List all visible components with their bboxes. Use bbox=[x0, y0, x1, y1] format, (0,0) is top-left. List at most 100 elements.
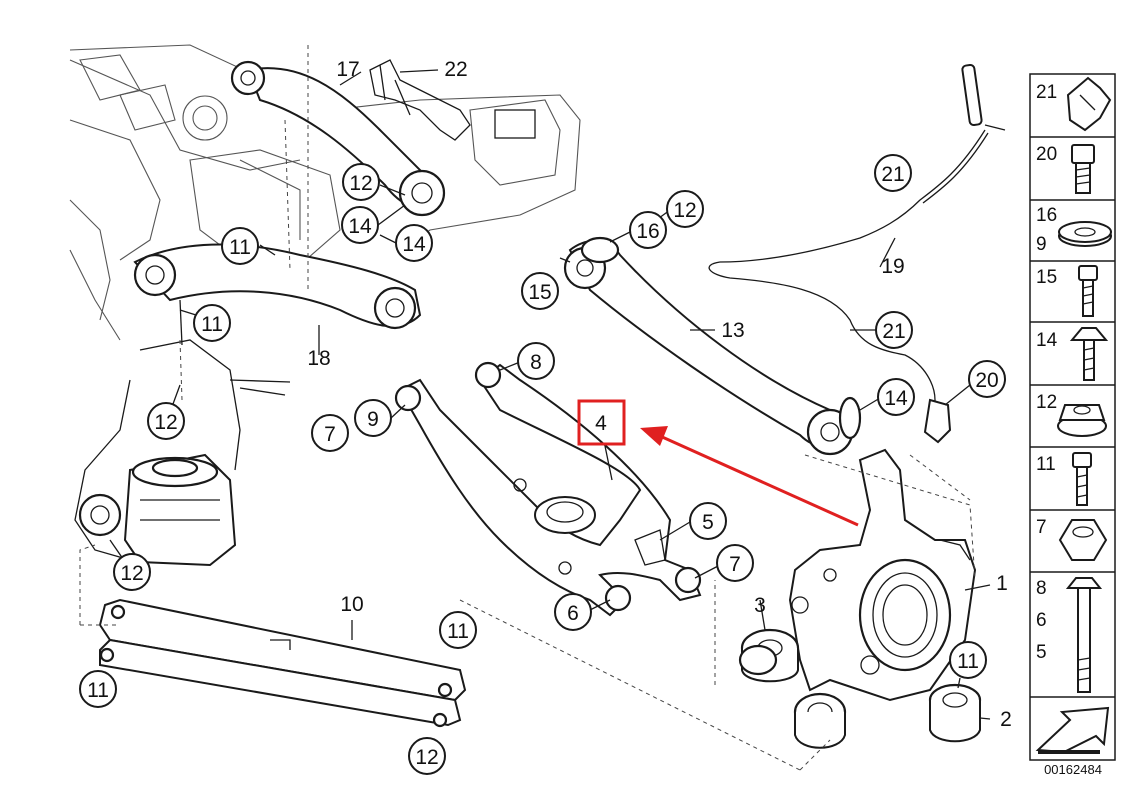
label-1: 1 bbox=[996, 572, 1008, 595]
lock-nut-icon bbox=[1058, 519, 1108, 561]
svg-text:11: 11 bbox=[447, 620, 469, 643]
label-19: 19 bbox=[881, 255, 904, 278]
assembly-guide-lines bbox=[79, 45, 976, 771]
callout-11-bot-right: 11 bbox=[949, 641, 987, 679]
sidebar-num-21: 21 bbox=[1036, 82, 1057, 103]
flange-bolt-icon bbox=[1069, 327, 1109, 381]
svg-text:14: 14 bbox=[348, 215, 372, 238]
fastener-sidebar: 21 20 16 9 15 14 bbox=[1029, 73, 1116, 761]
label-3: 3 bbox=[754, 594, 766, 617]
highlight-annotation: 4 bbox=[577, 399, 859, 527]
callout-12-left-low: 12 bbox=[113, 553, 151, 591]
callout-21-mid: 21 bbox=[875, 311, 913, 349]
tension-strut-10 bbox=[98, 598, 467, 728]
svg-text:12: 12 bbox=[349, 172, 372, 195]
svg-text:11: 11 bbox=[957, 650, 979, 673]
svg-text:9: 9 bbox=[367, 408, 379, 431]
subframe-mount bbox=[74, 339, 291, 567]
bracket-22 bbox=[369, 59, 471, 141]
red-arrow-head bbox=[640, 426, 668, 446]
callout-8: 8 bbox=[517, 342, 555, 380]
svg-text:21: 21 bbox=[882, 320, 905, 343]
control-arm-4 bbox=[394, 361, 702, 617]
svg-text:5: 5 bbox=[702, 511, 714, 534]
sidebar-num-8: 8 bbox=[1036, 578, 1047, 599]
label-22: 22 bbox=[444, 58, 467, 81]
svg-text:8: 8 bbox=[530, 351, 542, 374]
sidebar-num-6: 6 bbox=[1036, 610, 1047, 631]
callout-9: 9 bbox=[354, 399, 392, 437]
svg-text:11: 11 bbox=[201, 313, 223, 336]
callout-11-left: 11 bbox=[193, 304, 231, 342]
callout-12-link: 12 bbox=[666, 190, 704, 228]
svg-text:7: 7 bbox=[729, 553, 741, 576]
bushing-3 bbox=[738, 628, 800, 683]
callout-21-top: 21 bbox=[874, 154, 912, 192]
svg-text:16: 16 bbox=[636, 220, 659, 243]
callout-14-right: 14 bbox=[877, 378, 915, 416]
callout-12-top: 12 bbox=[342, 163, 380, 201]
long-bolt-icon bbox=[1065, 577, 1103, 693]
hex-bolt-icon bbox=[1078, 265, 1098, 317]
svg-text:12: 12 bbox=[120, 562, 143, 585]
callout-11-top: 11 bbox=[221, 227, 259, 265]
callouts: 12 14 14 11 11 12 12 16 12 15 21 21 20 1… bbox=[79, 154, 1006, 775]
callout-5: 5 bbox=[689, 502, 727, 540]
label-10: 10 bbox=[340, 593, 363, 616]
sensor-clip-icon bbox=[1066, 76, 1112, 132]
callout-12-bar: 12 bbox=[408, 737, 446, 775]
svg-text:14: 14 bbox=[884, 387, 908, 410]
callout-7-left: 7 bbox=[311, 414, 349, 452]
red-arrow-shaft bbox=[659, 434, 859, 527]
bushing-lower bbox=[793, 692, 847, 749]
sidebar-num-20: 20 bbox=[1036, 144, 1057, 165]
sidebar-num-7: 7 bbox=[1036, 517, 1047, 538]
callout-20: 20 bbox=[968, 360, 1006, 398]
control-arm-13 bbox=[563, 236, 862, 456]
callout-6: 6 bbox=[554, 593, 592, 631]
svg-text:12: 12 bbox=[673, 199, 696, 222]
svg-text:7: 7 bbox=[324, 423, 336, 446]
bushing-2 bbox=[928, 683, 982, 743]
label-17: 17 bbox=[336, 58, 359, 81]
svg-text:12: 12 bbox=[154, 411, 177, 434]
sidebar-num-11: 11 bbox=[1036, 454, 1056, 475]
sidebar-num-16: 16 bbox=[1036, 205, 1057, 226]
svg-text:11: 11 bbox=[87, 679, 109, 702]
nut-icon bbox=[1057, 404, 1107, 437]
wheel-carrier-1 bbox=[788, 448, 977, 702]
svg-text:6: 6 bbox=[567, 602, 579, 625]
sensor-cable-19 bbox=[708, 63, 1006, 444]
callout-7-right: 7 bbox=[716, 544, 754, 582]
callout-15: 15 bbox=[521, 272, 559, 310]
callout-16: 16 bbox=[629, 211, 667, 249]
callout-11-bar-right: 11 bbox=[439, 611, 477, 649]
callout-12-left-mid: 12 bbox=[147, 402, 185, 440]
highlighted-part-label: 4 bbox=[595, 412, 607, 435]
part-labels: 17 22 18 13 19 10 3 1 2 bbox=[307, 58, 1012, 731]
label-13: 13 bbox=[721, 319, 744, 342]
svg-text:15: 15 bbox=[528, 281, 551, 304]
reference-code: 00162484 bbox=[1044, 762, 1102, 777]
bolt-icon bbox=[1071, 144, 1095, 194]
direction-arrow-icon bbox=[1035, 706, 1110, 754]
bolt-11-icon bbox=[1072, 452, 1092, 506]
sidebar-num-12: 12 bbox=[1036, 392, 1057, 413]
rear-subframe bbox=[69, 44, 581, 341]
washer-icon bbox=[1058, 221, 1112, 247]
sidebar-num-5: 5 bbox=[1036, 642, 1047, 663]
callout-14-top-b: 14 bbox=[395, 224, 433, 262]
label-2: 2 bbox=[1000, 708, 1012, 731]
label-18: 18 bbox=[307, 347, 330, 370]
svg-text:14: 14 bbox=[402, 233, 426, 256]
callout-11-bar-left: 11 bbox=[79, 670, 117, 708]
svg-text:12: 12 bbox=[415, 746, 438, 769]
wishbone-arm-18 bbox=[133, 243, 422, 346]
sidebar-num-9: 9 bbox=[1036, 234, 1047, 255]
callout-14-top-a: 14 bbox=[341, 206, 379, 244]
sidebar-num-14: 14 bbox=[1036, 330, 1058, 351]
sidebar-num-15: 15 bbox=[1036, 267, 1057, 288]
svg-text:20: 20 bbox=[975, 369, 998, 392]
svg-text:21: 21 bbox=[881, 163, 904, 186]
